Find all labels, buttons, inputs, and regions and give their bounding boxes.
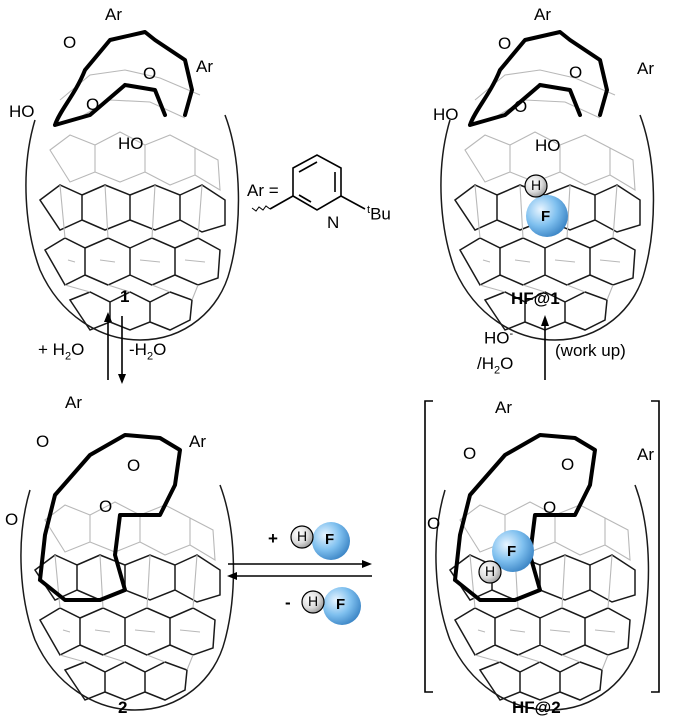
ester-oxygen: O: [514, 97, 528, 116]
aryl-label: Ar: [637, 59, 654, 78]
hydrogen-atom-label: H: [297, 528, 308, 544]
tert-prefix: t: [367, 204, 371, 216]
hydration-equilibrium-arrows: [104, 312, 126, 384]
aryl-label: Ar: [189, 432, 206, 451]
ketone-oxygen: O: [561, 455, 575, 474]
aryl-label: Ar: [637, 445, 654, 464]
left-bracket: [424, 400, 433, 693]
ketone-oxygen: O: [63, 33, 77, 52]
hydroxyl-label: HO: [118, 134, 144, 153]
hydroxyl-label: HO: [9, 102, 35, 121]
reagent-text: /H: [477, 354, 494, 373]
reagent-text: O: [71, 340, 85, 359]
ar-definition-prefix: Ar =: [247, 181, 279, 200]
encapsulation-equilibrium-arrows: [227, 560, 372, 580]
hydrogen-atom-label: H: [308, 593, 319, 609]
ketone-oxygen: O: [143, 64, 157, 83]
subscript: 2: [494, 364, 501, 377]
fullerene-cage-1: [25, 30, 240, 341]
subscript: 2: [146, 350, 154, 363]
hf-guest-in-hf2: [478, 530, 534, 584]
pyridine-nitrogen: N: [327, 213, 340, 232]
workup-reagent-line2: /H2O: [477, 355, 513, 376]
hf-guest-in-hf1: [524, 174, 568, 237]
ketone-oxygen: O: [569, 63, 583, 82]
hydroxyl-label: HO: [433, 105, 459, 124]
right-bracket: [651, 400, 660, 693]
reagent-text: HO: [484, 328, 510, 348]
compound-number: 2: [118, 698, 128, 717]
hf-molecule-forward: [290, 522, 350, 560]
hydration-forward-label: + H2O: [38, 341, 84, 362]
compound-number: 1: [120, 287, 130, 306]
encapsulation-reverse-sign: -: [285, 593, 291, 612]
reagent-text: O: [153, 340, 167, 359]
hf-molecule-reverse: [301, 587, 361, 625]
aryl-label: Ar: [534, 5, 551, 24]
ketone-oxygen: O: [5, 510, 19, 529]
subscript: 2: [64, 350, 72, 363]
ketone-oxygen: O: [36, 432, 50, 451]
hydroxyl-label: HO: [535, 136, 561, 155]
encapsulation-forward-sign: +: [268, 529, 278, 548]
workup-reagent-line1: HO-: [484, 329, 513, 347]
aryl-label: Ar: [65, 393, 82, 412]
compound-number: HF@2: [512, 698, 561, 717]
tert-butyl-label: tBu: [367, 205, 391, 223]
ketone-oxygen: O: [463, 444, 477, 463]
reagent-text: O: [500, 354, 514, 373]
fullerene-cage-2: [20, 433, 235, 711]
compound-number: HF@1: [511, 289, 560, 308]
ketone-oxygen: O: [498, 34, 512, 53]
butyl-text: Bu: [370, 204, 391, 224]
fullerene-cage-hf1: [440, 30, 655, 341]
aryl-label: Ar: [495, 398, 512, 417]
reagent-text: + H: [38, 340, 65, 359]
ketone-oxygen: O: [99, 497, 113, 516]
superscript: -: [509, 328, 514, 340]
fluorine-atom-label: F: [541, 208, 551, 225]
reagent-text: -H: [129, 340, 147, 359]
workup-arrow: [541, 315, 549, 380]
workup-note: (work up): [555, 341, 626, 360]
aryl-label: Ar: [196, 57, 213, 76]
aryl-label: Ar: [105, 5, 122, 24]
hydration-reverse-label: -H2O: [129, 341, 166, 362]
ester-oxygen: O: [86, 95, 100, 114]
ketone-oxygen: O: [127, 456, 141, 475]
fluorine-atom-label: F: [507, 543, 517, 560]
fluorine-atom-label: F: [336, 596, 346, 613]
fluorine-atom-label: F: [325, 531, 335, 548]
hydrogen-atom-label: H: [485, 563, 496, 579]
ketone-oxygen: O: [543, 498, 557, 517]
hydrogen-atom-label: H: [531, 177, 542, 193]
ketone-oxygen: O: [427, 514, 441, 533]
fullerene-cage-hf2: [435, 433, 650, 711]
ar-pyridine-structure: [251, 154, 366, 212]
